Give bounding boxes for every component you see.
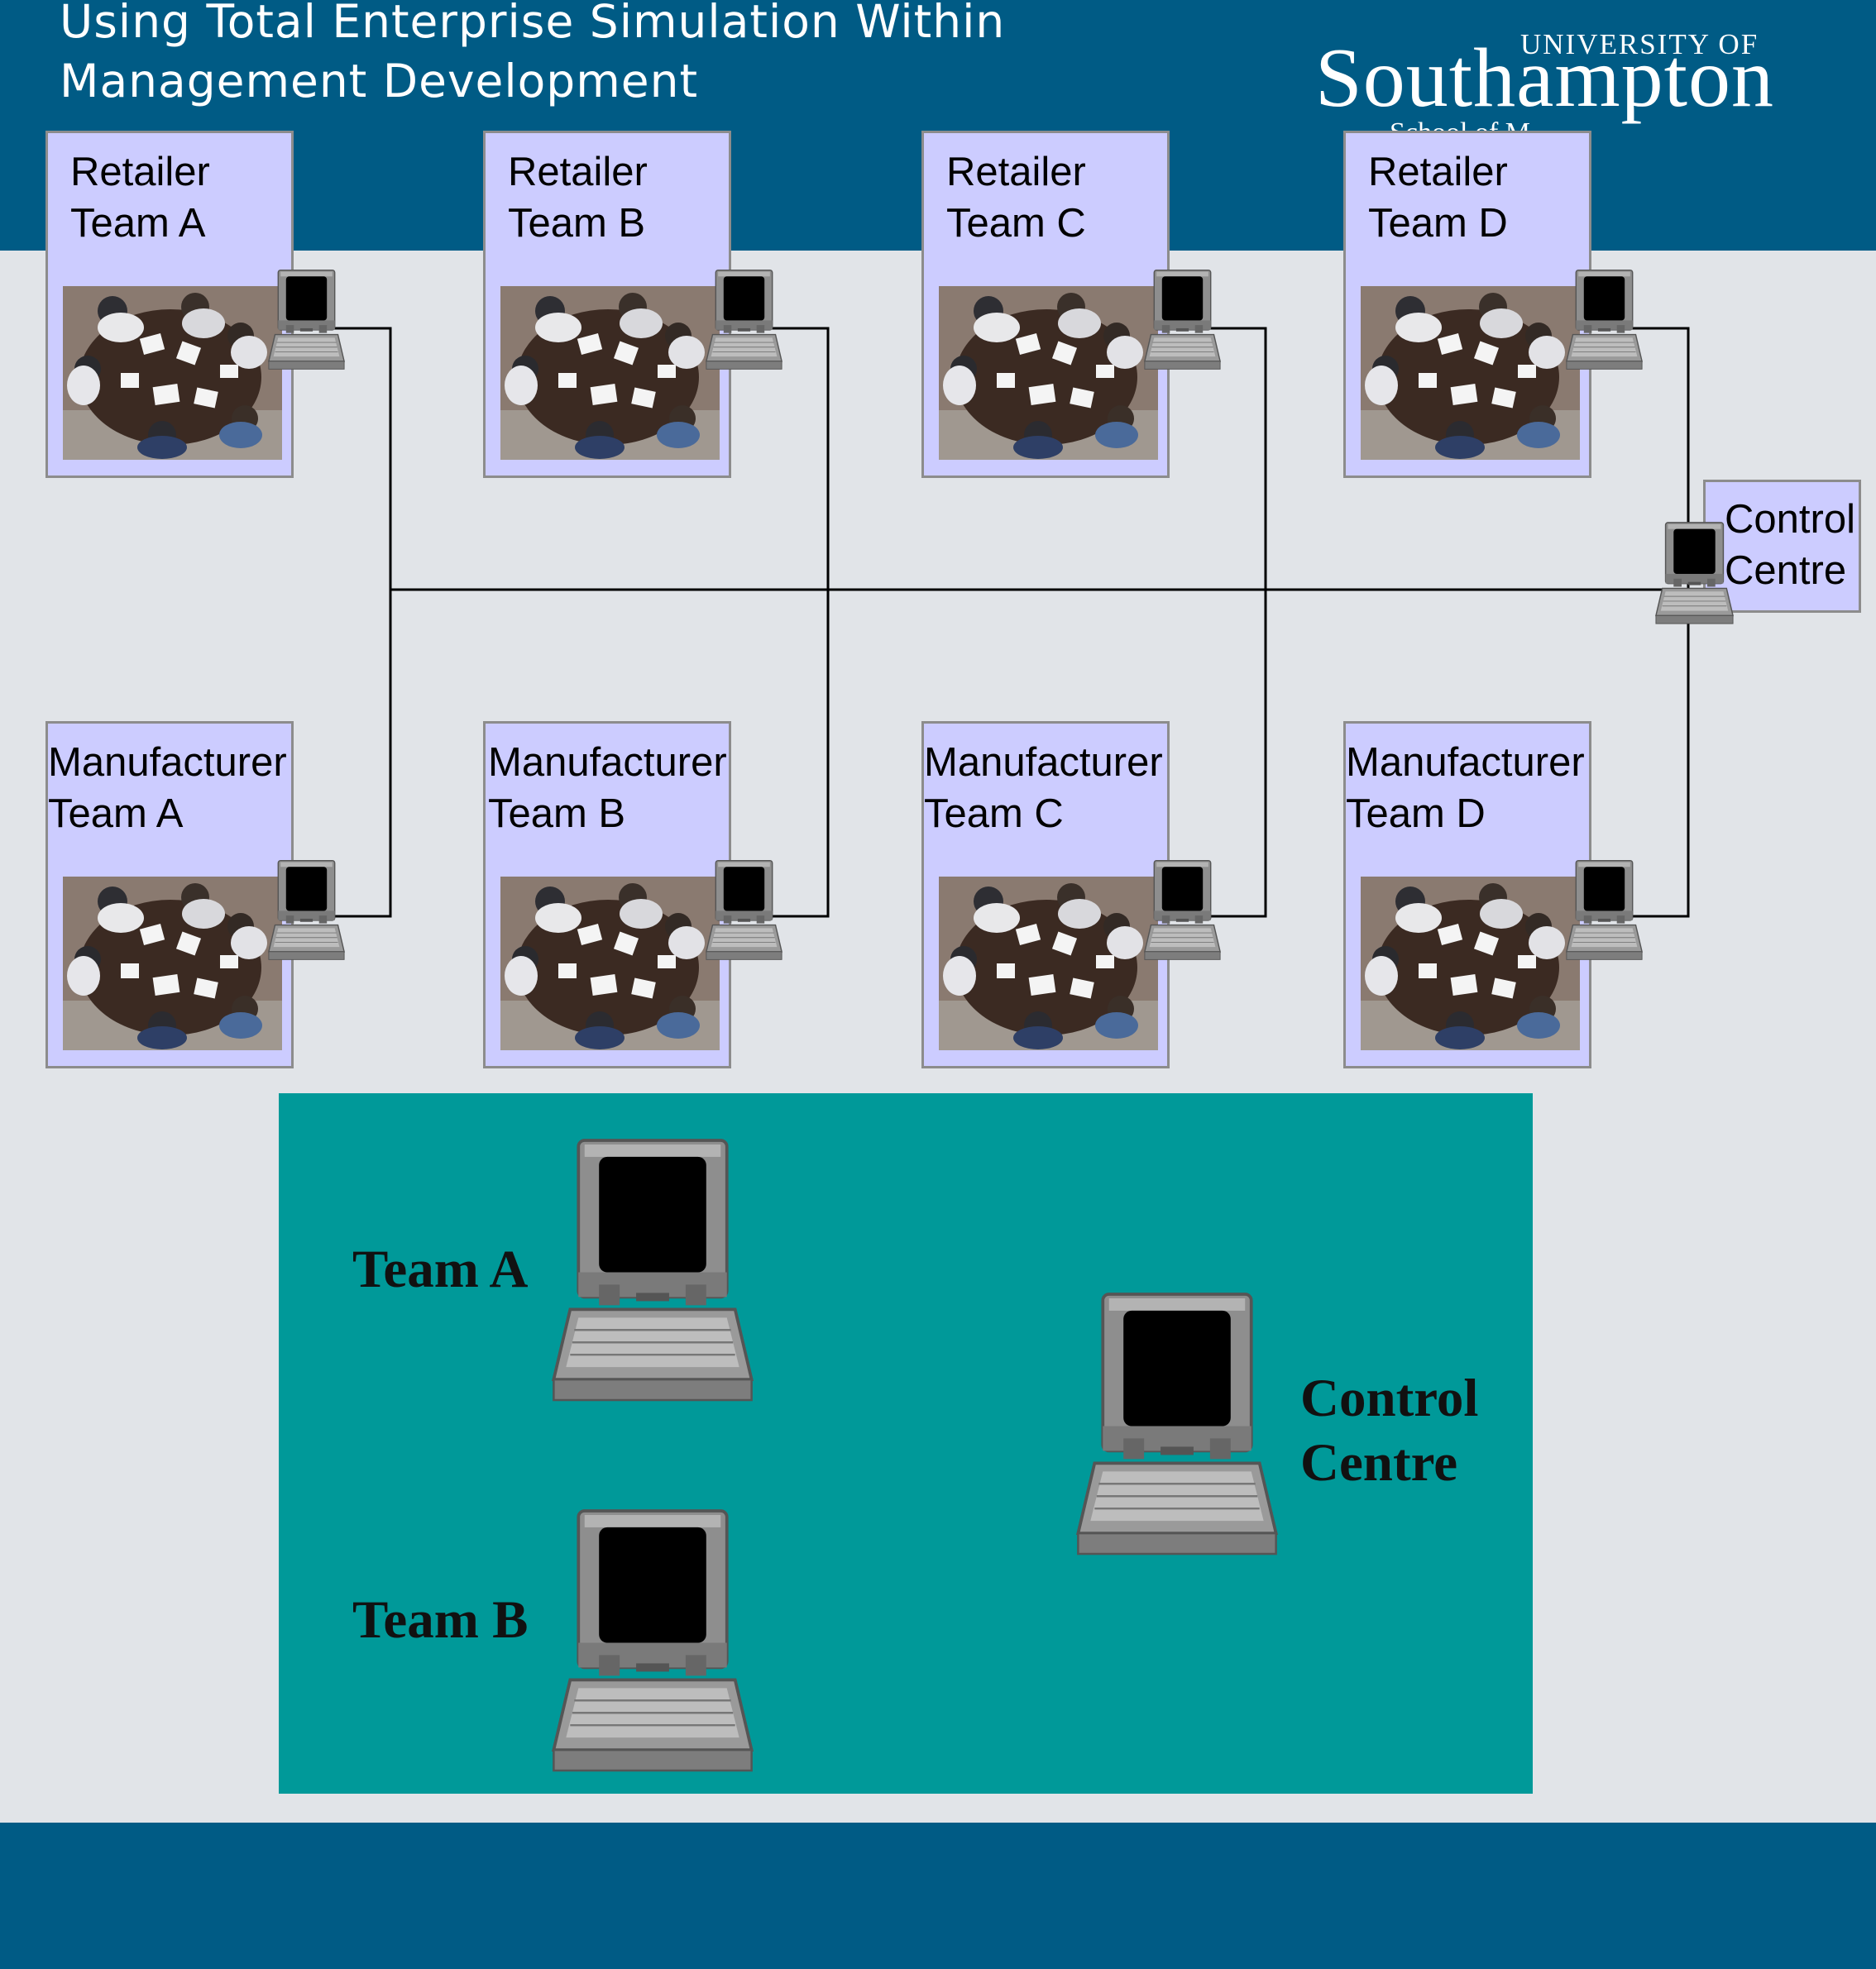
legend-team-a-label: Team A <box>352 1240 529 1299</box>
laptop-icon <box>549 1136 756 1404</box>
network-wire <box>323 327 392 918</box>
title-line-1: Using Total Enterprise Simulation Within <box>60 0 1006 48</box>
footer-band <box>0 1823 1876 1969</box>
laptop-icon <box>1565 267 1644 372</box>
laptop-icon <box>1143 858 1222 963</box>
logo-southampton: Southampton <box>1315 31 1775 125</box>
meeting-photo <box>1361 877 1580 1050</box>
laptop-icon <box>1565 858 1644 963</box>
laptop-icon <box>705 267 783 372</box>
meeting-photo <box>1361 286 1580 460</box>
laptop-icon <box>267 267 346 372</box>
laptop-icon <box>705 858 783 963</box>
legend-team-b-label: Team B <box>352 1590 529 1650</box>
laptop-icon <box>267 858 346 963</box>
network-wire <box>759 327 830 918</box>
network-wire <box>1198 327 1267 918</box>
meeting-photo <box>939 877 1158 1050</box>
laptop-icon <box>549 1507 756 1775</box>
meeting-photo <box>63 877 282 1050</box>
laptop-icon <box>1143 267 1222 372</box>
meeting-photo <box>939 286 1158 460</box>
meeting-photo <box>500 877 720 1050</box>
meeting-photo <box>500 286 720 460</box>
laptop-icon <box>1074 1290 1280 1558</box>
laptop-icon <box>1654 519 1735 627</box>
title-line-2: Management Development <box>60 55 699 108</box>
logo-university-of: UNIVERSITY OF <box>1520 28 1759 60</box>
meeting-photo <box>63 286 282 460</box>
